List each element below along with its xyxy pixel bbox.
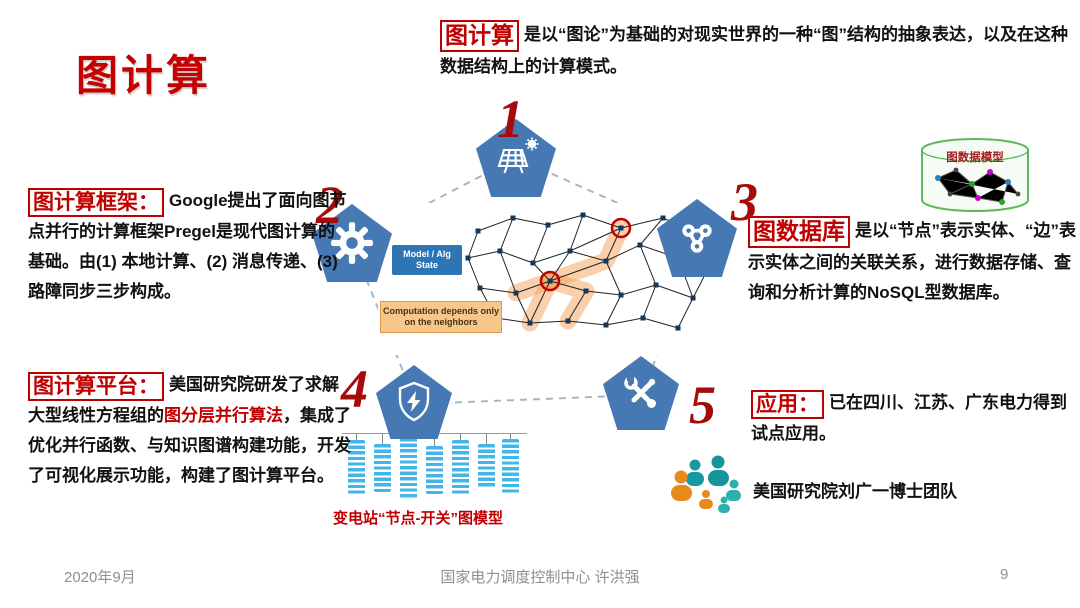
team-people-icon xyxy=(668,450,748,519)
gear-icon xyxy=(331,222,373,264)
insulator-string xyxy=(348,434,365,494)
data-model-label: 图数据模型 xyxy=(946,152,1004,164)
framework-term: 图计算框架： xyxy=(28,188,164,218)
team-text: 美国研究院刘广一博士团队 xyxy=(753,482,957,501)
platform-text-before: 美国研究院研发了求解大型线性方程组的 xyxy=(28,375,339,426)
page-title: 图计算 xyxy=(76,52,212,99)
network-nodes-icon xyxy=(682,224,712,253)
platform-block: 图计算平台：美国研究院研发了求解大型线性方程组的图分层并行算法，集成了优化并行函… xyxy=(28,370,352,491)
insulator-string xyxy=(452,434,469,494)
definition-text: 是以“图论”为基础的对现实世界的一种“图”结构的抽象表达，以及在这种数据结构上的… xyxy=(440,25,1068,76)
insulator-string xyxy=(426,434,443,494)
database-block: 图数据库是以“节点”表示实体、“边”表示实体之间的关联关系，进行数据存储、查询和… xyxy=(748,216,1078,308)
substation-insulators-image xyxy=(336,424,541,514)
computation-note-box: Computation depends only on the neighbor… xyxy=(380,301,502,333)
platform-term: 图计算平台： xyxy=(28,372,164,402)
people-svg xyxy=(671,455,741,513)
solar-panel-icon xyxy=(497,137,539,174)
application-block: 应用：已在四川、江苏、广东电力得到试点应用。 xyxy=(751,388,1080,449)
step-number-4: 4 xyxy=(341,359,368,419)
insulator-string xyxy=(374,434,391,492)
footer-center: 国家电力调度控制中心 许洪强 xyxy=(440,569,640,586)
crossed-tools-icon xyxy=(624,375,656,408)
model-box-line1: Model / Alg xyxy=(403,249,451,259)
step-number-1: 1 xyxy=(497,89,524,149)
cylinder-svg xyxy=(921,137,1029,213)
database-term: 图数据库 xyxy=(748,216,850,248)
insulator-string xyxy=(478,434,495,487)
graph-network-svg xyxy=(465,212,713,332)
insulator-string xyxy=(502,434,519,493)
application-term: 应用： xyxy=(751,390,824,420)
application-text: 已在四川、江苏、广东电力得到试点应用。 xyxy=(751,393,1067,444)
platform-text-after: ，集成了优化并行函数、与知识图谱构建功能，开发了可视化展示功能，构建了图计算平台… xyxy=(28,406,351,486)
model-alg-state-box: Model / Alg State xyxy=(392,245,462,275)
definition-block: 图计算是以“图论”为基础的对现实世界的一种“图”结构的抽象表达，以及在这种数据结… xyxy=(440,20,1068,82)
platform-highlight: 图分层并行算法 xyxy=(164,406,283,426)
insulator-string xyxy=(400,434,417,498)
model-box-line2: State xyxy=(415,260,438,270)
database-text: 是以“节点”表示实体、“边”表示实体之间的关联关系，进行数据存储、查询和分析计算… xyxy=(748,221,1076,302)
substation-caption: 变电站“节点-开关”图模型 xyxy=(333,510,503,527)
footer-page-number: 9 xyxy=(1000,566,1009,583)
framework-text: Google提出了面向图节点并行的计算框架Pregel是现代图计算的基础。由(1… xyxy=(28,191,347,302)
step-number-5: 5 xyxy=(689,375,716,435)
step-number-2: 2 xyxy=(316,175,343,235)
shield-lightning-icon xyxy=(398,381,430,422)
framework-block: 图计算框架：Google提出了面向图节点并行的计算框架Pregel是现代图计算的… xyxy=(28,186,348,307)
definition-term: 图计算 xyxy=(440,20,519,52)
database-cylinder-icon: 图数据模型 xyxy=(916,136,1034,216)
footer-date: 2020年9月 xyxy=(64,569,136,586)
